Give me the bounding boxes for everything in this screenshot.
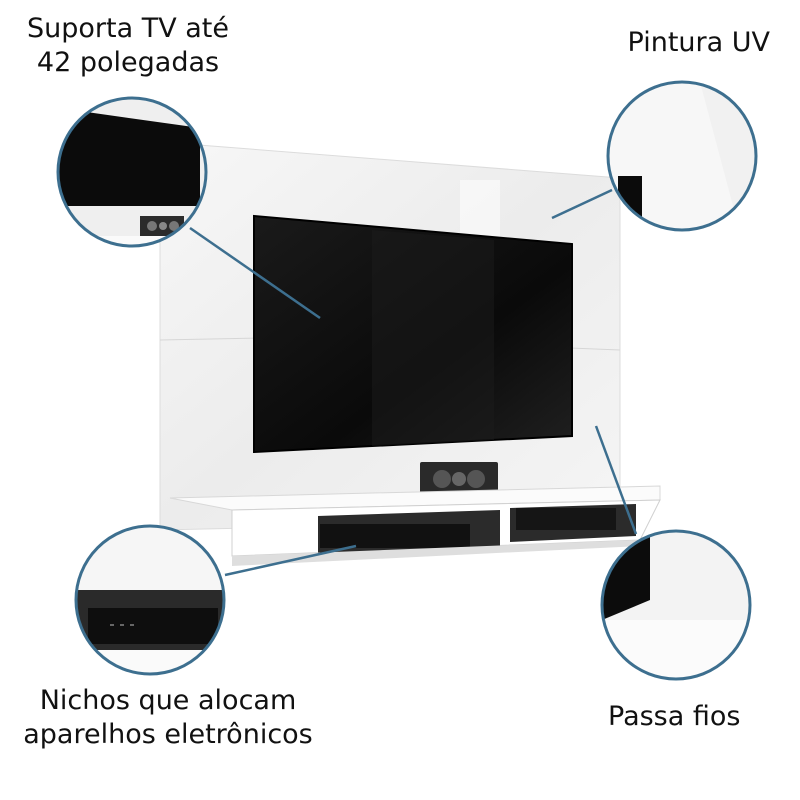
zoom-circle-niches (74, 524, 226, 676)
center-speaker (420, 462, 498, 496)
cable-pass-callout: Passa fios (608, 701, 741, 732)
television (253, 214, 573, 454)
niches-line1: Nichos que alocam (39, 685, 297, 716)
niches-line2: aparelhos eletrônicos (23, 719, 313, 750)
zoom-circle-cable (600, 529, 752, 681)
zoom-circle-tv (56, 96, 208, 248)
zoom-circle-uv (606, 80, 758, 232)
callout-connectors (189, 188, 638, 577)
tv-support-line1: Suporta TV até (26, 13, 229, 44)
niches-callout: Nichos que alocam aparelhos eletrônicos (6, 684, 330, 752)
tv-support-callout: Suporta TV até 42 polegadas (14, 12, 242, 80)
tv-support-line2: 42 polegadas (36, 47, 220, 78)
shelf-unit (169, 485, 661, 566)
uv-paint-callout: Pintura UV (627, 27, 770, 58)
